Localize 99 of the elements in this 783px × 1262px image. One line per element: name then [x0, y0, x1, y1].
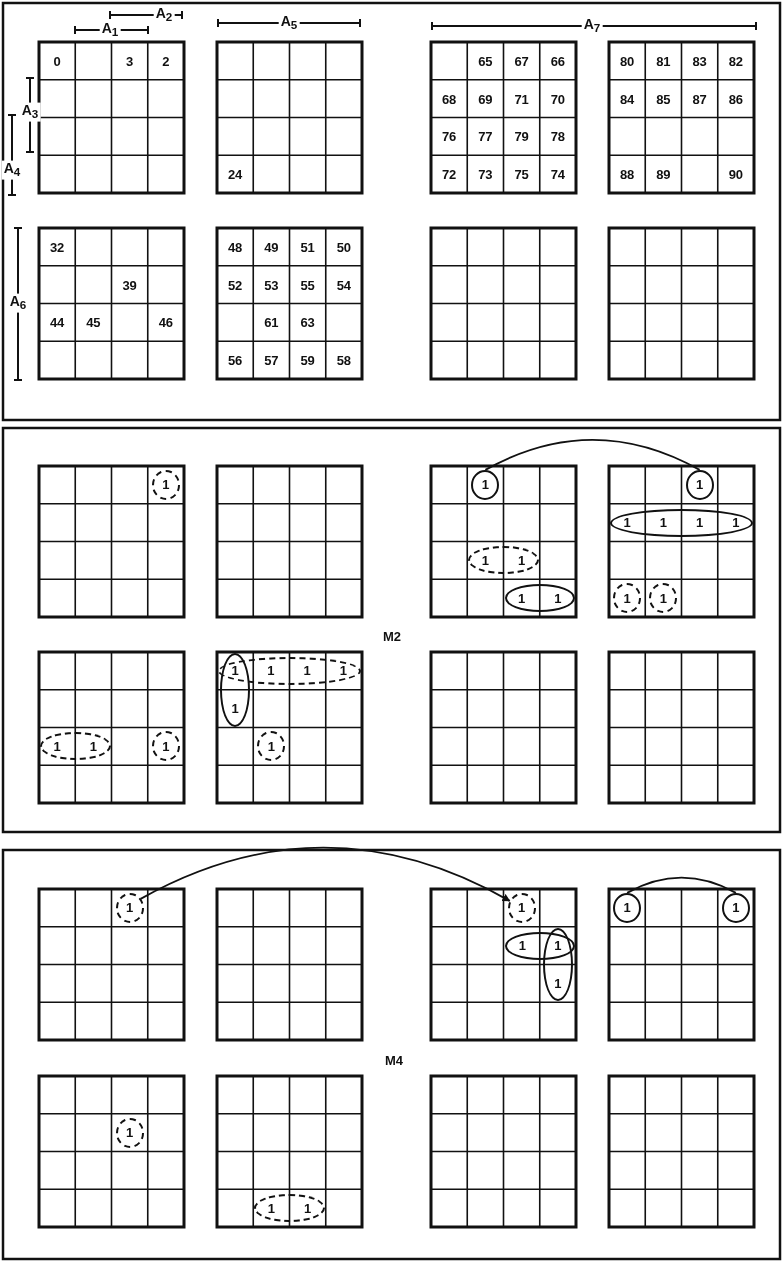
grouping-loop — [504, 584, 575, 613]
cell-number: 74 — [550, 166, 566, 182]
cell-value: 1 — [696, 477, 704, 493]
cell-number: 84 — [619, 91, 635, 107]
cell-number: 63 — [300, 314, 315, 330]
cell-number: 76 — [441, 128, 457, 144]
cell-number: 24 — [227, 166, 243, 182]
cell-number: 44 — [49, 314, 65, 330]
cell-number: 61 — [264, 314, 279, 330]
cell-number: 69 — [478, 91, 493, 107]
cell-number: 46 — [158, 314, 174, 330]
cell-value: 1 — [162, 477, 170, 493]
cell-number: 70 — [550, 91, 566, 107]
cell-number: 73 — [478, 166, 493, 182]
variable-label: A$_{4}$ — [1, 160, 23, 180]
cell-number: 52 — [227, 277, 243, 293]
cell-number: 48 — [227, 239, 243, 255]
grouping-loop — [40, 732, 111, 761]
variable-label: A$_{6}$ — [7, 293, 29, 313]
cell-number: 86 — [728, 91, 744, 107]
cell-number: 50 — [336, 239, 352, 255]
grouping-loop — [613, 583, 642, 614]
grouping-loop — [542, 927, 573, 1002]
cell-number: 45 — [86, 314, 101, 330]
grouping-loop — [115, 892, 144, 923]
cell-number: 82 — [728, 53, 744, 69]
cell-number: 85 — [656, 91, 671, 107]
cell-value: 1 1 — [481, 552, 526, 568]
cell-number: 68 — [441, 91, 457, 107]
grouping-loop — [613, 892, 642, 923]
cell-value: 1 — [518, 900, 526, 916]
cell-number: 59 — [300, 352, 315, 368]
cell-number: 88 — [619, 166, 635, 182]
grouping-loop — [685, 469, 714, 500]
connecting-arc — [139, 846, 511, 902]
cell-value: 1 — [162, 738, 170, 754]
cell-number: 77 — [478, 128, 493, 144]
grouping-loop — [471, 469, 500, 500]
grouping-loop — [115, 1117, 144, 1148]
cell-number: 32 — [49, 239, 65, 255]
cell-number: 83 — [692, 53, 707, 69]
cell-number: 90 — [728, 166, 744, 182]
cell-number: 81 — [656, 53, 671, 69]
cell-number: 75 — [514, 166, 529, 182]
connecting-arc — [626, 876, 737, 894]
cell-number: 39 — [122, 277, 137, 293]
grouping-loop — [610, 508, 753, 537]
cell-number: 58 — [336, 352, 352, 368]
grouping-loop — [257, 731, 286, 762]
cell-number: 87 — [692, 91, 707, 107]
cell-number: 80 — [619, 53, 635, 69]
cell-number: 56 — [227, 352, 243, 368]
cell-value: 1 — [623, 590, 631, 606]
cell-value: 1 — [623, 900, 631, 916]
cell-value: 1 — [126, 1125, 134, 1141]
cell-number: 67 — [514, 53, 529, 69]
cell-value: 1 1 — [267, 1200, 312, 1216]
cell-number: 51 — [300, 239, 315, 255]
grouping-loop — [254, 1194, 325, 1223]
grouping-loop — [151, 469, 180, 500]
cell-value: 1 — [659, 590, 667, 606]
cell-value: 1 1 — [53, 738, 97, 754]
cell-number: 65 — [478, 53, 493, 69]
grouping-loop — [504, 931, 575, 960]
cell-value: 1 1 1 1 — [623, 515, 740, 531]
grouping-loop — [468, 546, 539, 575]
grouping-loop — [151, 731, 180, 762]
map-title: M4 — [384, 1052, 404, 1068]
cell-number: 71 — [514, 91, 529, 107]
grouping-loop — [218, 656, 361, 685]
cell-number: 49 — [264, 239, 279, 255]
cell-number: 3 — [126, 53, 134, 69]
grouping-loop — [507, 892, 536, 923]
cell-number: 72 — [441, 166, 457, 182]
connecting-arc — [484, 439, 701, 471]
cell-value: 1 1 1 — [267, 663, 347, 679]
map-title: M2 — [382, 628, 402, 644]
cell-number: 66 — [550, 53, 566, 69]
cell-number: 53 — [264, 277, 279, 293]
cell-value: 1 1 — [230, 662, 240, 718]
cell-value: 1 1 — [553, 936, 563, 993]
cell-number: 0 — [53, 53, 61, 69]
cell-value: 1 — [518, 938, 526, 954]
cell-number: 79 — [514, 128, 529, 144]
grouping-loop — [649, 583, 678, 614]
grouping-loop — [721, 892, 750, 923]
cell-value: 1 — [481, 477, 489, 493]
grouping-loop — [220, 653, 251, 727]
cell-value: 1 — [732, 900, 740, 916]
cell-number: 89 — [656, 166, 671, 182]
variable-label: A$_{3}$ — [19, 102, 41, 122]
cell-number: 2 — [162, 53, 170, 69]
cell-value: 1 1 — [518, 590, 562, 606]
cell-value: 1 — [267, 738, 275, 754]
cell-number: 55 — [300, 277, 315, 293]
cell-number: 78 — [550, 128, 566, 144]
cell-number: 54 — [336, 277, 352, 293]
cell-number: 57 — [264, 352, 279, 368]
cell-value: 1 — [126, 900, 134, 916]
